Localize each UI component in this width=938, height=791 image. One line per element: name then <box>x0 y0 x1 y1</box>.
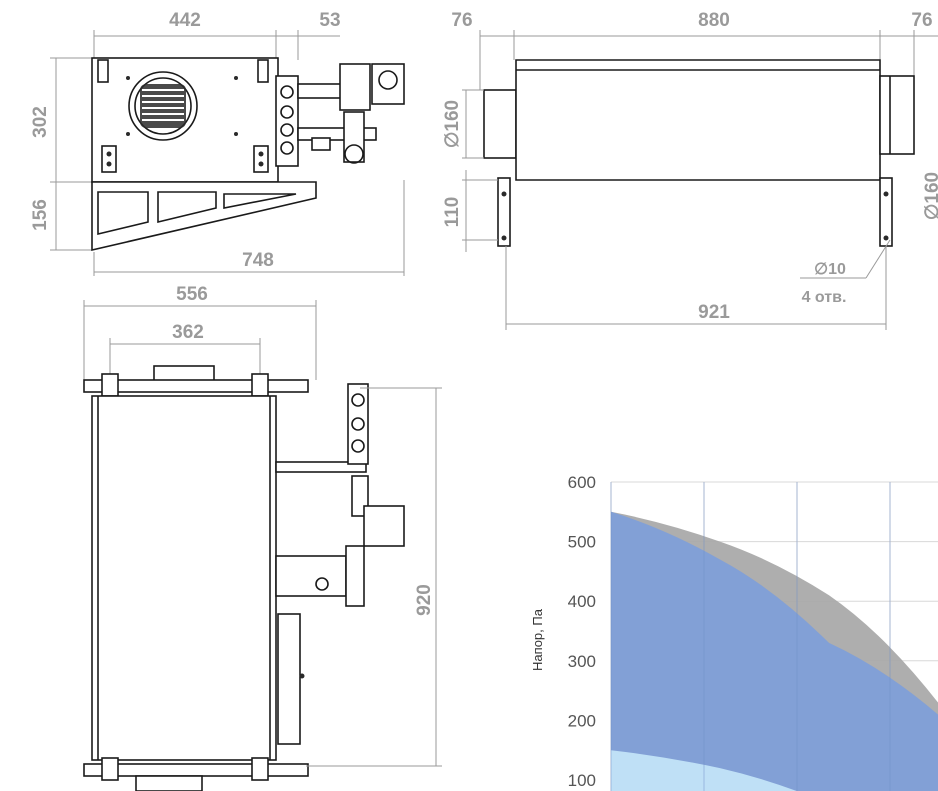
dim-921: 921 <box>698 302 730 323</box>
dim-880: 880 <box>698 10 730 31</box>
chart-y-tick-label: 400 <box>568 592 596 611</box>
duct-collar-left <box>483 89 517 159</box>
dim-53: 53 <box>319 10 340 31</box>
dim-110: 110 <box>442 197 463 228</box>
unit-body-side <box>515 59 881 181</box>
dim-diameter-left: ∅160 <box>442 100 463 148</box>
dim-diameter-right: ∅160 <box>922 172 938 220</box>
chart-y-ticks: 600 500 400 300 200 100 <box>568 473 596 790</box>
chart-y-tick-label: 600 <box>568 473 596 492</box>
chart-y-tick-label: 100 <box>568 771 596 790</box>
chart-y-tick-label: 200 <box>568 711 596 730</box>
hole-count-note: 4 отв. <box>802 289 847 306</box>
dim-hole-diameter: ∅10 <box>814 261 846 278</box>
dim-748: 748 <box>242 250 274 271</box>
chart-series <box>610 482 938 791</box>
unit-body-plan <box>91 395 277 761</box>
dim-76-left: 76 <box>451 10 472 31</box>
side-elevation-view: 76 880 76 ∅160 ∅160 110 ∅10 4 отв. 92 <box>442 10 938 330</box>
dim-302: 302 <box>30 106 51 138</box>
chart-y-tick-label: 300 <box>568 652 596 671</box>
dim-362: 362 <box>172 322 204 343</box>
dim-556: 556 <box>176 284 208 305</box>
dim-76-right: 76 <box>911 10 932 31</box>
chart-area-series-2 <box>611 511 938 791</box>
chart-area-series-3 <box>611 750 938 791</box>
dim-156: 156 <box>30 199 51 231</box>
duct-collar-right <box>879 75 915 155</box>
chart-ylabel: Напор, Па <box>530 608 545 671</box>
plan-view: 556 362 920 <box>83 284 442 791</box>
front-elevation-view: 442 53 302 156 <box>30 10 405 276</box>
dim-442: 442 <box>169 10 201 31</box>
pressure-chart: Напор, Па 600 500 400 300 200 100 <box>530 473 938 791</box>
chart-y-tick-label: 500 <box>568 533 596 552</box>
fan-outlet <box>128 71 198 141</box>
dim-920: 920 <box>414 584 435 616</box>
